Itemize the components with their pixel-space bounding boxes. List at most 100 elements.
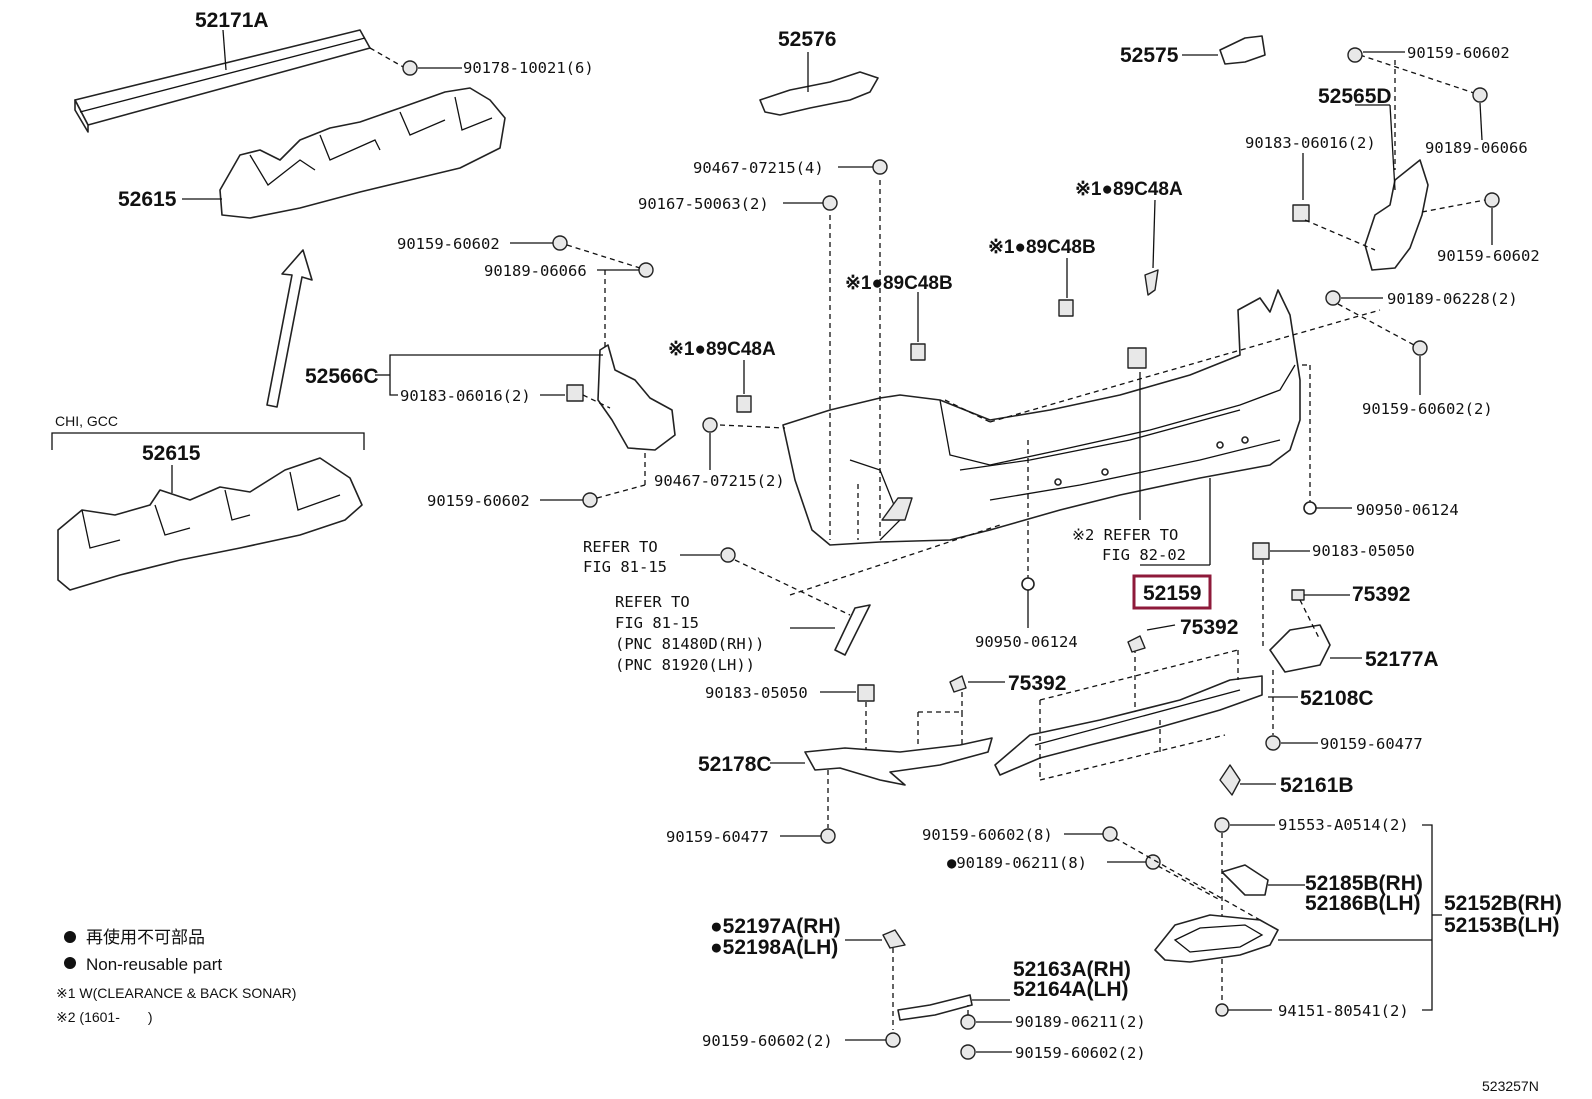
refer-8115-a-line2: FIG 81-15 [583, 558, 667, 576]
label-90189-06066-l: 90189-06066 [484, 262, 587, 280]
clip-icon [910, 343, 926, 361]
label-52565D: 52565D [1318, 85, 1392, 108]
hole-plug-icon [1021, 577, 1035, 591]
label-52159[interactable]: 52159 [1143, 582, 1201, 605]
bracket-52163A[interactable] [897, 994, 973, 1021]
nut-icon [1127, 347, 1147, 369]
label-52197A: ●52197A(RH) [710, 915, 841, 938]
diagram-id: 523257N [1482, 1078, 1539, 1094]
legend-note1: ※1 W(CLEARANCE & BACK SONAR) [56, 985, 296, 1001]
label-90189-06228: 90189-06228(2) [1387, 290, 1518, 308]
label-90183-06016-tr: 90183-06016(2) [1245, 134, 1376, 152]
clip-icon [882, 929, 906, 949]
label-90159-60602-l: 90159-60602 [397, 235, 500, 253]
bolt-icon [702, 417, 718, 433]
refer-8115-b-line4: (PNC 81920(LH)) [615, 656, 755, 674]
label-52163A: 52163A(RH) [1013, 958, 1131, 981]
label-52186B: 52186B(LH) [1305, 892, 1421, 915]
label-89C48B-mid: ※1●89C48B [988, 237, 1096, 258]
label-94151-80541: 94151-80541(2) [1278, 1002, 1409, 1020]
refer-8115-a-line1: REFER TO [583, 538, 658, 556]
tail-pipe-cover-52152B[interactable] [1154, 914, 1279, 963]
bumper-cover-52159[interactable] [782, 289, 1301, 546]
label-90159-60602-2a: 90159-60602(2) [702, 1032, 833, 1050]
label-89C48B-left: ※1●89C48B [845, 273, 953, 294]
label-90189-06211-2: 90189-06211(2) [1015, 1013, 1146, 1031]
bracket-52575[interactable] [1219, 35, 1266, 65]
bolt-icon [885, 1032, 901, 1048]
label-89C48A-left: ※1●89C48A [668, 339, 776, 360]
label-90183-05050-l: 90183-05050 [705, 684, 808, 702]
label-52566C: 52566C [305, 365, 379, 388]
bracket-52576[interactable] [759, 71, 879, 116]
label-chi-gcc: CHI, GCC [55, 413, 118, 429]
arrow-icon [266, 249, 313, 408]
nut-icon [857, 684, 875, 702]
bolt-icon [1214, 817, 1230, 833]
label-90950-06124-r: 90950-06124 [1356, 501, 1459, 519]
label-52177A: 52177A [1365, 648, 1439, 671]
label-90159-60602-r2: 90159-60602 [1437, 247, 1540, 265]
label-75392-l: 75392 [1008, 672, 1066, 695]
garnish-52178C[interactable] [804, 737, 993, 786]
nut-icon [1292, 204, 1310, 222]
retainer-52565D[interactable] [1364, 159, 1429, 271]
label-90189-06211-8: ●90189-06211(8) [947, 854, 1087, 872]
bolt-icon [1484, 192, 1500, 208]
bracket-52185B[interactable] [1221, 864, 1269, 896]
bolt-icon [582, 492, 598, 508]
bullet-icon [64, 957, 76, 969]
label-90183-06016-l: 90183-06016(2) [400, 387, 531, 405]
clip-icon [638, 262, 654, 278]
label-90159-60602-2b: 90159-60602(2) [1015, 1044, 1146, 1062]
label-90159-60477-r: 90159-60477 [1320, 735, 1423, 753]
bullet-icon [64, 931, 76, 943]
retainer-52566C[interactable] [597, 344, 676, 451]
legend-non-reusable-en: Non-reusable part [86, 955, 222, 974]
refer-8202-line2: FIG 82-02 [1102, 546, 1186, 564]
clip-icon [1127, 635, 1146, 653]
label-90183-05050-r: 90183-05050 [1312, 542, 1415, 560]
clip-icon [960, 1014, 976, 1030]
bolt-icon [1412, 340, 1428, 356]
label-91553-A0514: 91553-A0514(2) [1278, 816, 1409, 834]
label-52108C: 52108C [1300, 687, 1374, 710]
label-75392-c: 75392 [1180, 616, 1238, 639]
bolt-icon [872, 159, 888, 175]
label-90178-10021: 90178-10021(6) [463, 59, 594, 77]
clip-icon [736, 395, 752, 413]
absorber-52615-top[interactable] [219, 87, 506, 219]
reflector-icon [834, 604, 871, 656]
label-52152B: 52152B(RH) [1444, 892, 1562, 915]
label-52575: 52575 [1120, 44, 1179, 67]
label-75392-r: 75392 [1352, 583, 1410, 606]
label-90159-60602-l2: 90159-60602 [427, 492, 530, 510]
bracket-52177A[interactable] [1269, 624, 1331, 673]
label-90467-07215-4: 90467-07215(4) [693, 159, 824, 177]
clip-icon [402, 60, 418, 76]
bolt-icon [1347, 47, 1363, 63]
bolt-icon [1265, 735, 1281, 751]
highlight-box [1132, 574, 1212, 610]
nut-icon [566, 384, 584, 402]
clip-icon [1472, 87, 1488, 103]
clip-icon [949, 675, 967, 693]
nut-icon [1252, 542, 1270, 560]
refer-8202-line1: ※2 REFER TO [1072, 526, 1178, 544]
clip-icon [1058, 299, 1074, 317]
refer-8115-b-line1: REFER TO [615, 593, 690, 611]
label-52153B: 52153B(LH) [1444, 914, 1560, 937]
bolt-icon [822, 195, 838, 211]
label-52185B: 52185B(RH) [1305, 872, 1423, 895]
bolt-icon [1102, 826, 1118, 842]
label-90189-06066-tr: 90189-06066 [1425, 139, 1528, 157]
refer-8115-b-line3: (PNC 81480D(RH)) [615, 635, 764, 653]
reinforcement-52171A[interactable] [74, 29, 371, 133]
label-90159-60602-tr: 90159-60602 [1407, 44, 1510, 62]
bolt-icon [720, 547, 736, 563]
absorber-52615-chi[interactable] [57, 457, 363, 591]
clip-icon [1325, 290, 1341, 306]
bolt-icon [820, 828, 836, 844]
label-52178C: 52178C [698, 753, 772, 776]
